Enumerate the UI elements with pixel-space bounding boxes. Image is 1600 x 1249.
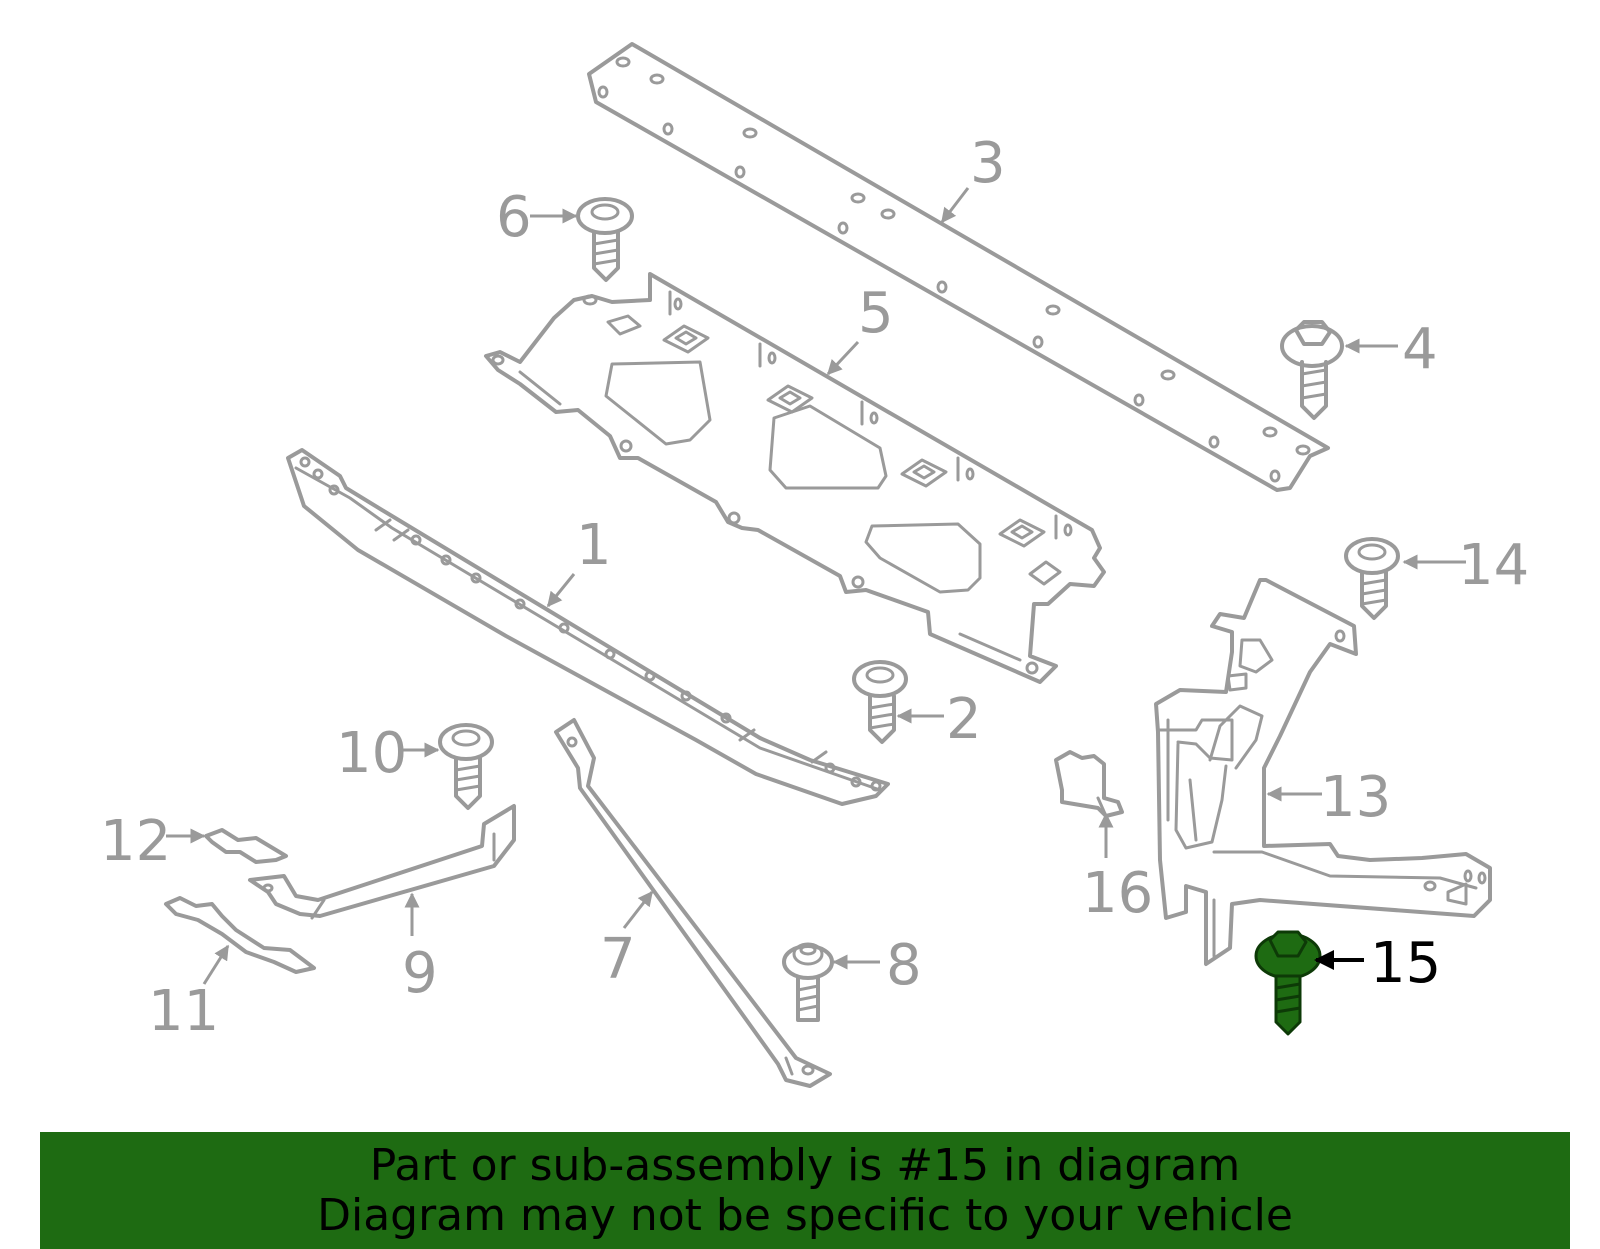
- fastener-10: [438, 723, 494, 810]
- callout-6: 6: [496, 185, 532, 250]
- callout-12: 12: [100, 809, 171, 874]
- fastener-8: [782, 942, 834, 1022]
- callout-16: 16: [1082, 861, 1153, 926]
- part-16-clip: [1054, 750, 1124, 818]
- callout-7: 7: [600, 927, 636, 992]
- banner-line-1: Part or sub-assembly is #15 in diagram: [369, 1140, 1241, 1191]
- fastener-2: [852, 660, 908, 744]
- callout-13: 13: [1320, 765, 1391, 830]
- callout-14: 14: [1458, 533, 1529, 598]
- part-5-shield-panel: [484, 272, 1106, 684]
- part-1-lower-tie-bar: [286, 448, 890, 806]
- part-13-side-bracket: [1154, 578, 1492, 966]
- part-11-bracket: [164, 896, 316, 974]
- part-12-clip: [204, 828, 288, 864]
- callout-9: 9: [402, 941, 438, 1006]
- callout-2: 2: [946, 687, 982, 752]
- callout-8: 8: [886, 933, 922, 998]
- part-7-diagonal-brace: [554, 718, 832, 1088]
- callout-4: 4: [1402, 317, 1438, 382]
- fastener-15-highlighted: [1254, 930, 1322, 1036]
- banner-line-2: Diagram may not be specific to your vehi…: [317, 1190, 1293, 1241]
- callout-10: 10: [336, 721, 407, 786]
- leader-arrows: [166, 187, 1466, 985]
- callout-1: 1: [576, 513, 612, 578]
- part-9-bracket: [248, 804, 516, 920]
- fastener-14: [1344, 537, 1400, 620]
- info-banner: Part or sub-assembly is #15 in diagram D…: [40, 1132, 1570, 1249]
- callout-5: 5: [858, 281, 894, 346]
- part-3-upper-tie-bar: [587, 42, 1330, 492]
- callout-3: 3: [970, 131, 1006, 196]
- callout-11: 11: [148, 979, 219, 1044]
- callout-labels: 3 6 5 4 1 14 2 10 13 12 16 9 7 8 15 11: [100, 131, 1529, 1044]
- fastener-4: [1280, 320, 1344, 420]
- callout-15: 15: [1370, 931, 1441, 996]
- fastener-6: [576, 197, 634, 282]
